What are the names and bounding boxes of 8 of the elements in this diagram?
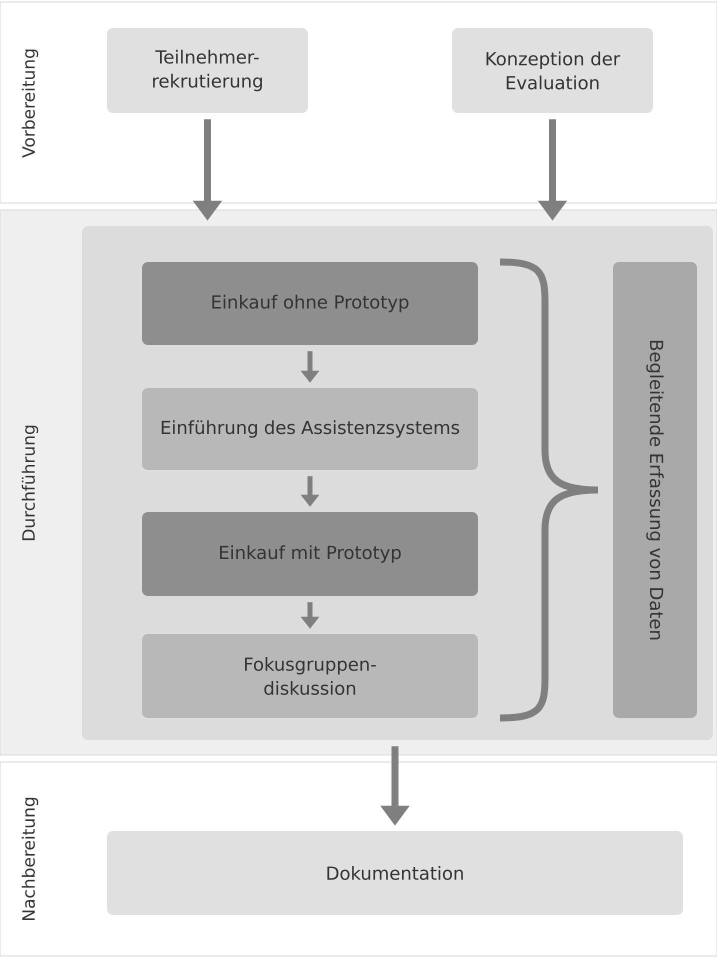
process-box: Teilnehmer- rekrutierung bbox=[107, 28, 308, 113]
process-box: Konzeption der Evaluation bbox=[452, 28, 653, 113]
process-box: Einkauf ohne Prototyp bbox=[142, 262, 478, 345]
process-box: Dokumentation bbox=[107, 831, 683, 915]
process-box: Einführung des Assistenzsystems bbox=[142, 388, 478, 470]
process-box: Einkauf mit Prototyp bbox=[142, 512, 478, 596]
process-box: Fokusgruppen- diskussion bbox=[142, 634, 478, 718]
side-box: Begleitende Erfassung von Daten bbox=[613, 262, 697, 718]
